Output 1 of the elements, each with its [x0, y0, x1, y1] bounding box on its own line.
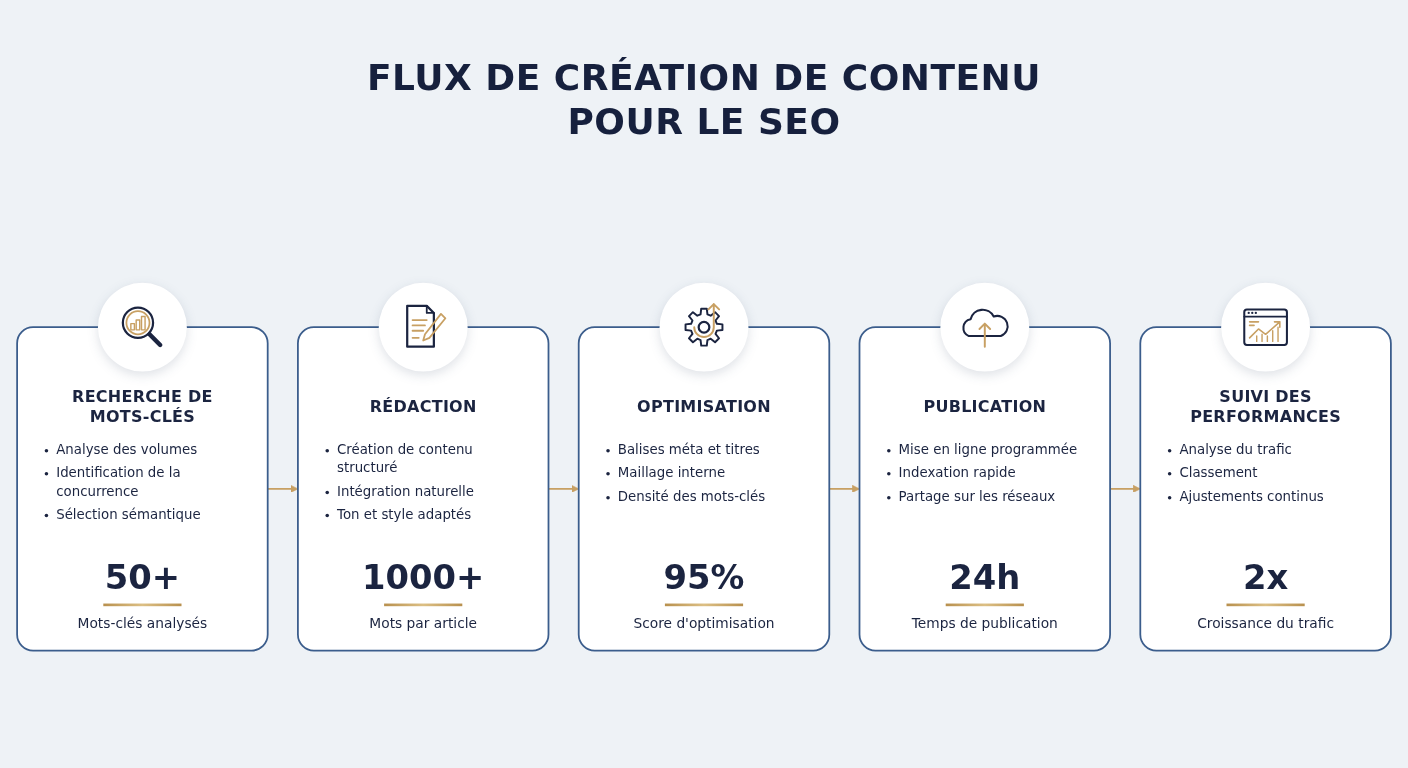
- title: FLUX DE CRÉATION DE CONTENU POUR LE SEO: [366, 56, 1042, 144]
